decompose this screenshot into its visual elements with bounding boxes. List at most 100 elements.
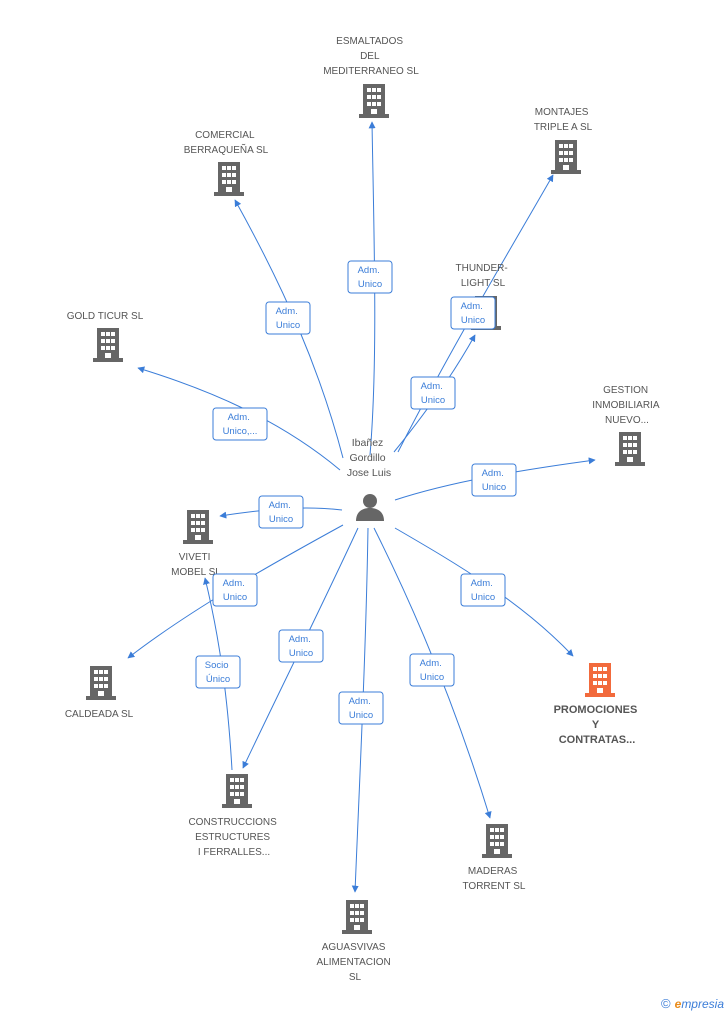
company-label-line: MOBEL SL xyxy=(171,567,221,578)
company-label-line: BERRAQUEÑA SL xyxy=(184,143,269,156)
edge-label-line: Adm. xyxy=(471,578,493,589)
edge-label-thunder[interactable]: Adm. Unico xyxy=(450,296,496,330)
edge-label-line: Adm. xyxy=(228,412,250,423)
company-node-maderas[interactable]: MADERAS TORRENT SL xyxy=(463,824,526,892)
company-label-line: VIVETI xyxy=(179,552,211,563)
company-label: GESTION INMOBILIARIA NUEVO... xyxy=(592,385,661,426)
person-label-line: Ibañez xyxy=(352,437,384,449)
edge-label-gestion[interactable]: Adm. Unico xyxy=(471,463,517,497)
edge-label-caldeada[interactable]: Adm. Unico xyxy=(212,573,258,607)
company-label: AGUASVIVAS ALIMENTACION SL xyxy=(316,942,393,983)
edge-label-line: Único xyxy=(206,674,230,685)
person-icon xyxy=(356,494,384,521)
company-node-montajes[interactable]: MONTAJES TRIPLE A SL xyxy=(534,107,593,174)
building-icon xyxy=(183,510,213,544)
company-node-aguasvivas[interactable]: AGUASVIVAS ALIMENTACION SL xyxy=(316,900,393,983)
edge-label-text: Adm. Unico xyxy=(349,696,374,721)
edge-label-montajes[interactable]: Adm. Unico xyxy=(410,376,456,410)
edge-label-viveti[interactable]: Adm. Unico xyxy=(258,495,304,529)
edge-label-text: Adm. Unico xyxy=(223,578,248,603)
company-label-line: GOLD TICUR SL xyxy=(67,311,144,322)
building-icon xyxy=(93,328,123,362)
company-node-esmaltados[interactable]: ESMALTADOS DEL MEDITERRANEO SL xyxy=(323,36,419,118)
company-node-construccions[interactable]: CONSTRUCCIONS ESTRUCTURES I FERRALLES... xyxy=(188,774,279,858)
company-label-line: TRIPLE A SL xyxy=(534,122,593,133)
company-label-line: ALIMENTACION xyxy=(316,957,390,968)
edge-label-maderas[interactable]: Adm. Unico xyxy=(409,653,455,687)
edge-label-line: Adm. xyxy=(223,578,245,589)
edge-label-line: Adm. xyxy=(461,301,483,312)
person-node[interactable]: Ibañez Gordillo Jose Luis xyxy=(347,437,391,521)
edge-line-esmaltados xyxy=(368,121,376,456)
company-node-comercial[interactable]: COMERCIAL BERRAQUEÑA SL xyxy=(184,130,269,196)
edge-label-text: Adm. Unico xyxy=(420,658,445,683)
edge-label-esmaltados[interactable]: Adm. Unico xyxy=(347,260,393,294)
edge-label-line: Unico,... xyxy=(223,426,258,437)
company-label-line: COMERCIAL xyxy=(195,130,255,141)
building-icon xyxy=(615,432,645,466)
person-label-line: Gordillo xyxy=(349,452,385,464)
company-label-line: CALDEADA SL xyxy=(65,709,134,720)
edge-label-line: Adm. xyxy=(289,634,311,645)
company-label: VIVETI MOBEL SL xyxy=(171,552,221,578)
company-label-line: CONTRATAS... xyxy=(559,734,636,746)
edge-label-text: Socio Único xyxy=(205,660,231,685)
brand-initial: e xyxy=(674,997,682,1011)
edge-label-line: Adm. xyxy=(420,658,442,669)
edge-label-text: Adm. Unico xyxy=(461,301,486,326)
edge-label-text: Adm. Unico xyxy=(269,500,294,525)
company-label: CONSTRUCCIONS ESTRUCTURES I FERRALLES... xyxy=(188,817,279,858)
company-label-line: I FERRALLES... xyxy=(198,847,270,858)
building-icon xyxy=(482,824,512,858)
building-icon xyxy=(214,162,244,196)
company-label: GOLD TICUR SL xyxy=(67,311,144,322)
edge-label-line: Unico xyxy=(421,395,445,406)
building-icon xyxy=(551,140,581,174)
brand-name: mpresia xyxy=(681,997,724,1011)
edge-label-promociones[interactable]: Adm. Unico xyxy=(460,573,506,607)
company-label-line: TORRENT SL xyxy=(463,881,526,892)
building-icon xyxy=(86,666,116,700)
edge-label-line: Socio xyxy=(205,660,229,671)
edge-label-line: Unico xyxy=(482,482,506,493)
building-icon xyxy=(342,900,372,934)
copyright-symbol: © xyxy=(661,996,671,1011)
edge-label-line: Unico xyxy=(276,320,300,331)
edge-label-line: Unico xyxy=(358,279,382,290)
edge-label-text: Adm. Unico xyxy=(289,634,314,659)
company-label-line: SL xyxy=(349,972,362,983)
company-label: CALDEADA SL xyxy=(65,709,134,720)
edge-label-comercial[interactable]: Adm. Unico xyxy=(265,301,311,335)
edge-label-line: Unico xyxy=(223,592,247,603)
edge-label-line: Unico xyxy=(289,648,313,659)
company-node-promociones[interactable]: PROMOCIONES Y CONTRATAS... xyxy=(554,663,641,746)
person-label: Ibañez Gordillo Jose Luis xyxy=(347,437,391,479)
edge-label-line: Adm. xyxy=(482,468,504,479)
edge-label-aguasvivas[interactable]: Adm. Unico xyxy=(338,691,384,725)
company-label-line: GESTION xyxy=(603,385,648,396)
company-label-line: LIGHT SL xyxy=(461,278,506,289)
edge-label-line: Unico xyxy=(471,592,495,603)
company-label-line: NUEVO... xyxy=(605,415,649,426)
company-label-line: ESMALTADOS xyxy=(336,36,403,47)
company-node-thunder[interactable]: THUNDER- LIGHT SL xyxy=(456,263,511,330)
person-label-line: Jose Luis xyxy=(347,467,391,479)
company-node-viveti[interactable]: VIVETI MOBEL SL xyxy=(171,510,221,578)
company-node-goldticur[interactable]: GOLD TICUR SL xyxy=(67,311,144,362)
company-label: MADERAS TORRENT SL xyxy=(463,866,526,892)
company-label-line: MEDITERRANEO SL xyxy=(323,66,419,77)
brand-logo: ©empresia xyxy=(661,996,724,1011)
company-node-gestion[interactable]: GESTION INMOBILIARIA NUEVO... xyxy=(592,385,661,466)
edge-label-construccions[interactable]: Adm. Unico xyxy=(278,629,324,663)
company-label-line: MADERAS xyxy=(468,866,518,877)
company-label-line: THUNDER- xyxy=(456,263,508,274)
company-node-caldeada[interactable]: CALDEADA SL xyxy=(65,666,134,720)
company-label-line: AGUASVIVAS xyxy=(322,942,386,953)
edge-label-text: Adm. Unico xyxy=(471,578,496,603)
edge-label-socio[interactable]: Socio Único xyxy=(195,655,241,689)
company-nodes: ESMALTADOS DEL MEDITERRANEO SL MONTAJES … xyxy=(65,36,661,983)
edge-label-text: Adm. Unico xyxy=(358,265,383,290)
company-label-line: INMOBILIARIA xyxy=(592,400,660,411)
edge-label-goldticur[interactable]: Adm. Unico,... xyxy=(212,407,268,441)
